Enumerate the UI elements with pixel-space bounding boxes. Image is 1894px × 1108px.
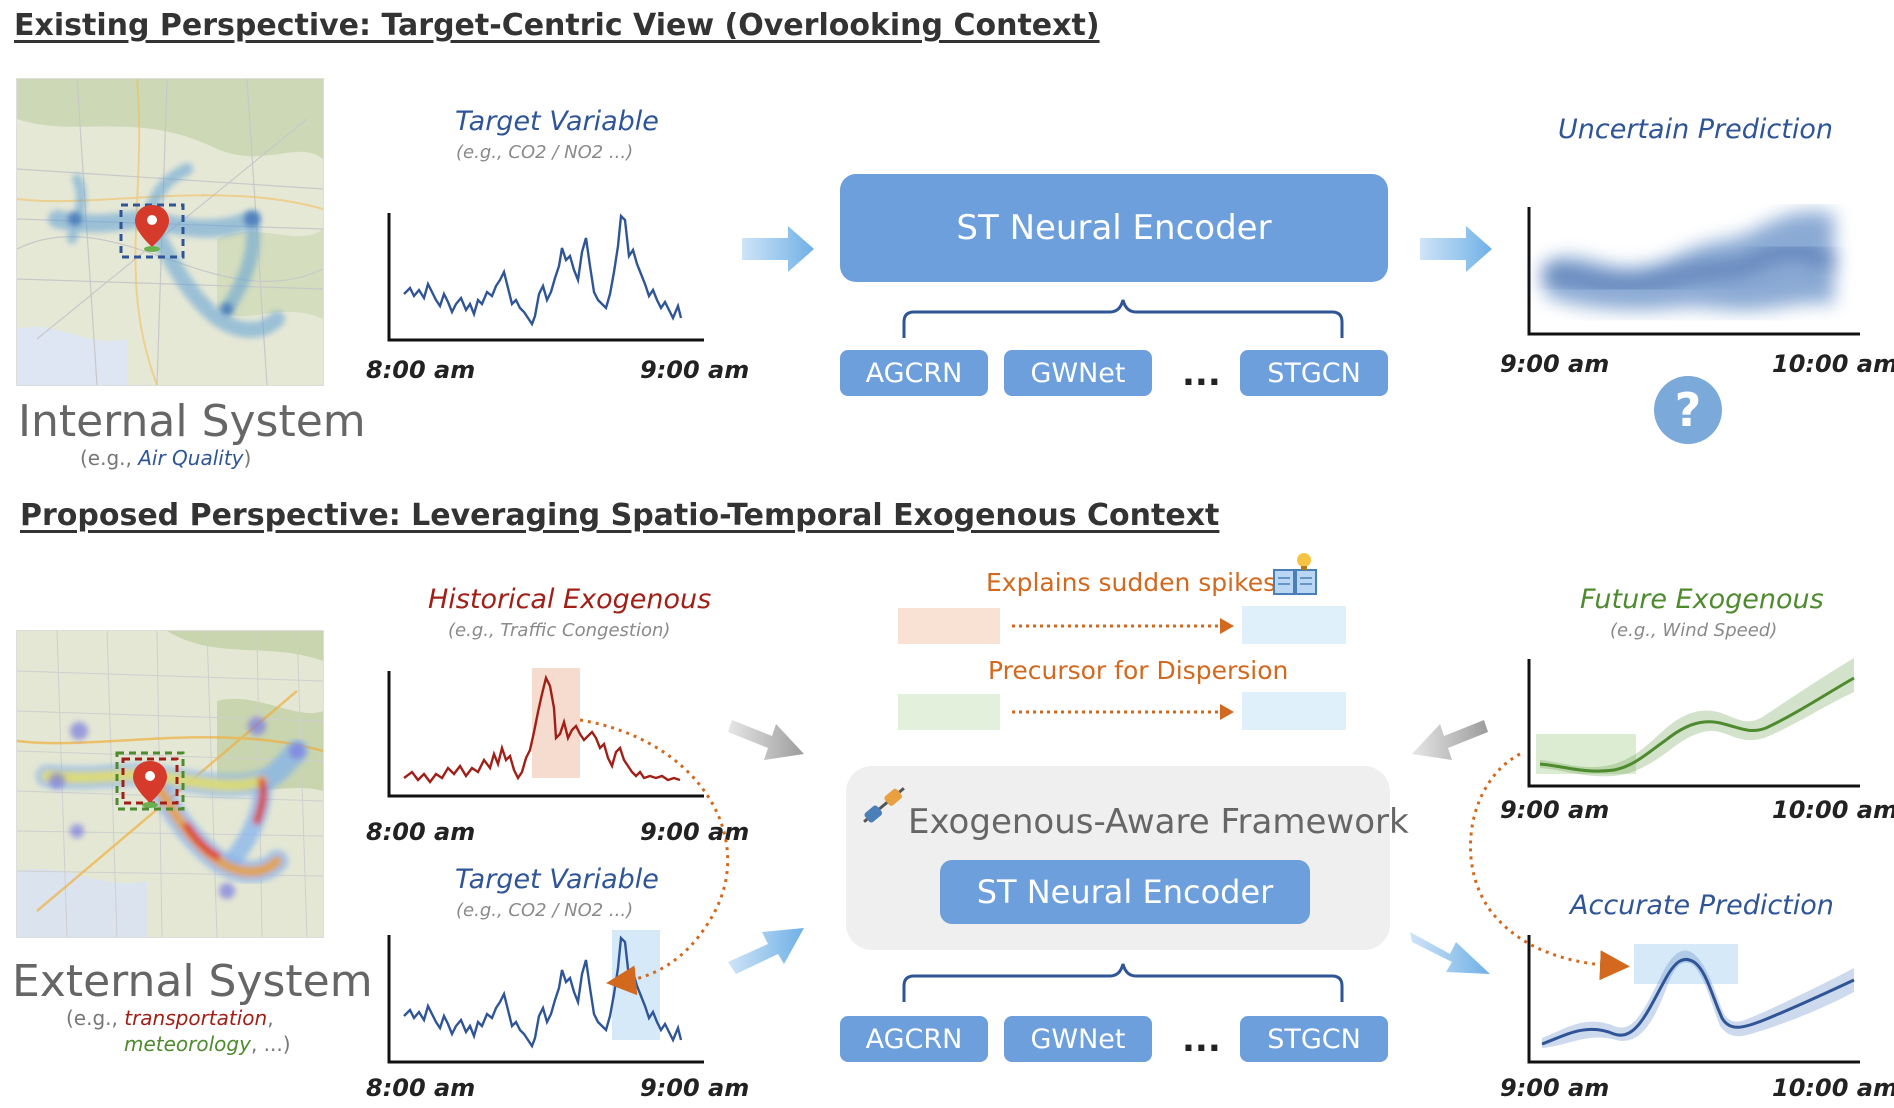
top-st-encoder: ST Neural Encoder [840,174,1388,282]
top-input-arrow [742,226,814,272]
future-in-arrow [1412,720,1488,760]
historical-to-target-link [579,718,730,996]
bottom-st-encoder: ST Neural Encoder [940,860,1310,924]
top-models-ellipsis: ... [1182,354,1221,394]
top-target-axes [387,213,704,342]
top-model-gwnet: GWNet [1004,350,1152,396]
uncertain-prediction-axes [1527,207,1860,336]
future-exogenous-title: Future Exogenous [1580,584,1824,615]
bottom-target-title: Target Variable [455,864,659,895]
external-system-map [16,630,324,938]
target-in-arrow [728,928,804,974]
top-target-time-start: 8:00 am [366,356,476,384]
accurate-prediction-series [1541,957,1855,1046]
future-time-end: 10:00 am [1772,796,1894,824]
external-system-name: External System [12,956,373,1007]
accurate-time-start: 9:00 am [1500,1074,1610,1102]
bottom-encoder-brace [902,963,1344,1002]
accurate-prediction-highlight [1634,944,1738,984]
future-uncertainty-band [1540,658,1854,777]
uncertain-prediction-title: Uncertain Prediction [1558,114,1833,145]
uncertain-prediction-core [1542,243,1838,293]
uncertain-time-end: 10:00 am [1772,350,1894,378]
plug-connector-icon [863,787,905,823]
precursor-source-box [898,694,1000,730]
top-output-arrow [1420,226,1492,272]
internal-system-map [16,78,324,386]
air-quality-label: Air Quality [138,446,244,470]
top-target-chart [387,213,704,342]
historical-exogenous-series [403,674,681,784]
explains-target-box [1242,606,1346,644]
top-target-example: (e.g., CO2 / NO2 ...) [456,142,634,163]
historical-exogenous-example: (e.g., Traffic Congestion) [448,620,671,641]
bottom-target-example: (e.g., CO2 / NO2 ...) [456,900,634,921]
accurate-uncertainty-band [1542,950,1854,1048]
historical-exogenous-axes [387,671,704,798]
meteorology-label: meteorology [124,1032,251,1056]
historical-exogenous-title: Historical Exogenous [428,584,712,615]
question-mark-icon: ? [1654,376,1722,444]
precursor-label: Precursor for Dispersion [988,656,1289,685]
accurate-prediction-axes [1527,935,1860,1064]
explains-source-box [898,608,1000,644]
bottom-target-time-end: 9:00 am [640,1074,750,1102]
accurate-time-end: 10:00 am [1772,1074,1894,1102]
bottom-model-stgcn: STGCN [1240,1016,1388,1062]
accurate-prediction-title: Accurate Prediction [1570,890,1834,921]
historical-time-end: 9:00 am [640,818,750,846]
bottom-heading: Proposed Perspective: Leveraging Spatio-… [20,498,1220,533]
internal-system-example: (e.g., Air Quality) [80,446,252,470]
top-heading: Existing Perspective: Target-Centric Vie… [14,8,1100,43]
top-target-series [403,213,683,327]
uncertain-prediction-chart [1527,207,1860,336]
bottom-model-gwnet: GWNet [1004,1016,1152,1062]
historical-time-start: 8:00 am [366,818,476,846]
bottom-target-time-start: 8:00 am [366,1074,476,1102]
top-target-time-end: 9:00 am [640,356,750,384]
future-time-start: 9:00 am [1500,796,1610,824]
explains-arrow [1012,618,1234,634]
framework-title: Exogenous-Aware Framework [908,802,1409,842]
uncertain-time-start: 9:00 am [1500,350,1610,378]
bottom-model-agcrn: AGCRN [840,1016,988,1062]
future-exogenous-axes [1527,659,1860,788]
transportation-label: transportation [124,1006,268,1030]
external-system-example-line1: (e.g., transportation, [66,1006,274,1030]
top-model-stgcn: STGCN [1240,350,1388,396]
future-exogenous-series [1539,676,1855,773]
precursor-arrow [1012,704,1234,720]
top-encoder-brace [902,299,1344,338]
prediction-out-arrow [1410,932,1490,974]
historical-exogenous-chart [387,668,704,798]
explains-spikes-label: Explains sudden spikes [986,568,1277,597]
precursor-target-box [1242,692,1346,730]
internal-system-name: Internal System [18,396,366,447]
future-exogenous-chart [1527,658,1860,788]
future-exogenous-example: (e.g., Wind Speed) [1610,620,1778,641]
uncertain-prediction-blur [1544,211,1834,311]
external-system-example-line2: meteorology, ...) [124,1032,291,1056]
future-to-prediction-link [1469,752,1630,980]
book-lightbulb-icon [1273,553,1317,595]
top-target-title: Target Variable [455,106,659,137]
accurate-prediction-chart [1527,935,1860,1064]
bottom-target-axes [387,935,704,1064]
top-model-agcrn: AGCRN [840,350,988,396]
historical-in-arrow [728,720,804,760]
bottom-models-ellipsis: ... [1182,1020,1221,1060]
